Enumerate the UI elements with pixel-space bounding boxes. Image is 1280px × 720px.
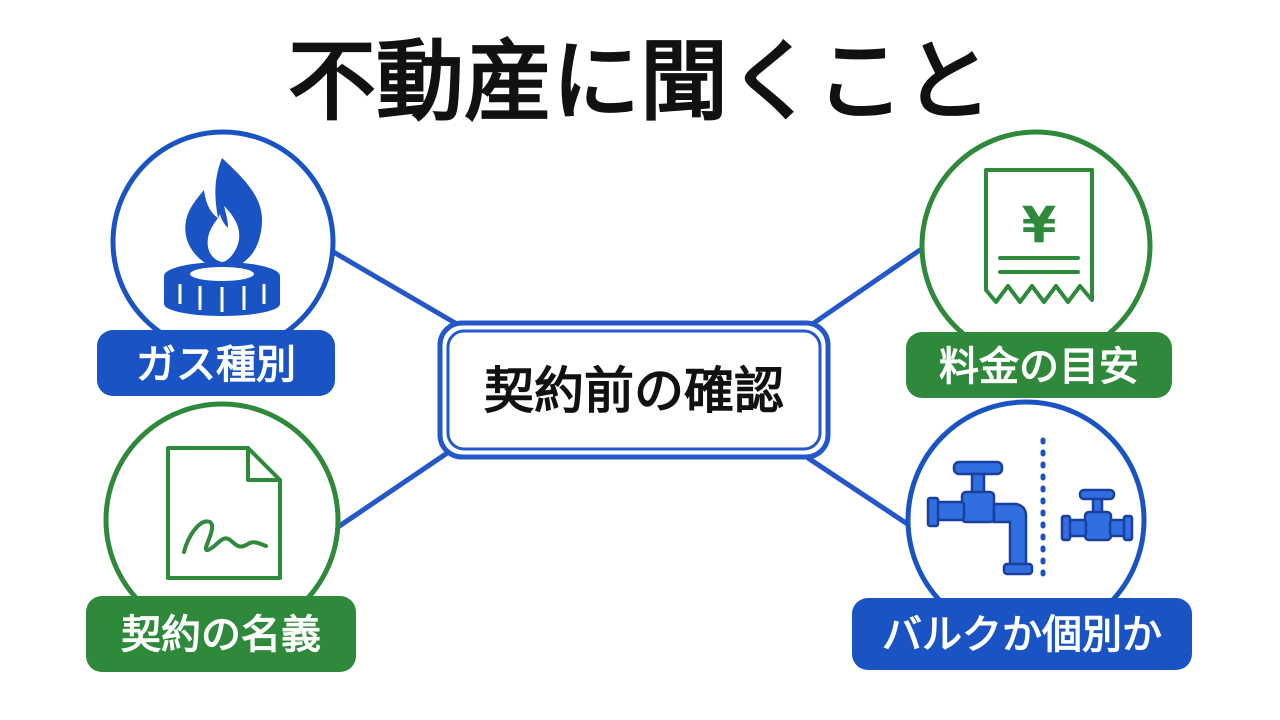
center-node: 契約前の確認 xyxy=(437,320,831,460)
gas-type-label: ガス種別 xyxy=(136,342,296,388)
fee-estimate-label-badge xyxy=(906,332,1172,398)
bulk-or-individual-label: バルクか個別か xyxy=(882,612,1162,658)
contract-name-label-badge xyxy=(86,596,356,672)
center-label: 契約前の確認 xyxy=(484,362,784,420)
connector-contract-name xyxy=(335,440,465,530)
signed-document-icon xyxy=(166,446,282,580)
page-title: 不動産に聞くこと xyxy=(288,30,992,133)
node-gas-type: ガス種別 xyxy=(97,129,336,396)
gas-type-label-badge xyxy=(97,330,335,396)
node-contract-name: 契約の名義 xyxy=(86,401,356,672)
node-fee-estimate: ¥ 料金の目安 xyxy=(906,129,1172,398)
contract-name-label: 契約の名義 xyxy=(121,612,321,658)
bulk-or-individual-label-badge xyxy=(852,598,1192,670)
fee-estimate-label: 料金の目安 xyxy=(939,344,1139,390)
gas-burner-flame-icon xyxy=(164,158,280,316)
connector-gas-type xyxy=(327,247,465,330)
yen-receipt-icon xyxy=(984,168,1094,304)
connector-bulk-or-individual xyxy=(805,455,915,530)
connector-lines xyxy=(327,247,923,530)
gas-valve-comparison-icon xyxy=(926,437,1134,587)
node-bulk-or-individual: バルクか個別か xyxy=(852,399,1192,670)
receipt-yen-symbol: ¥ xyxy=(1022,196,1057,254)
connector-fee-estimate xyxy=(805,247,923,330)
